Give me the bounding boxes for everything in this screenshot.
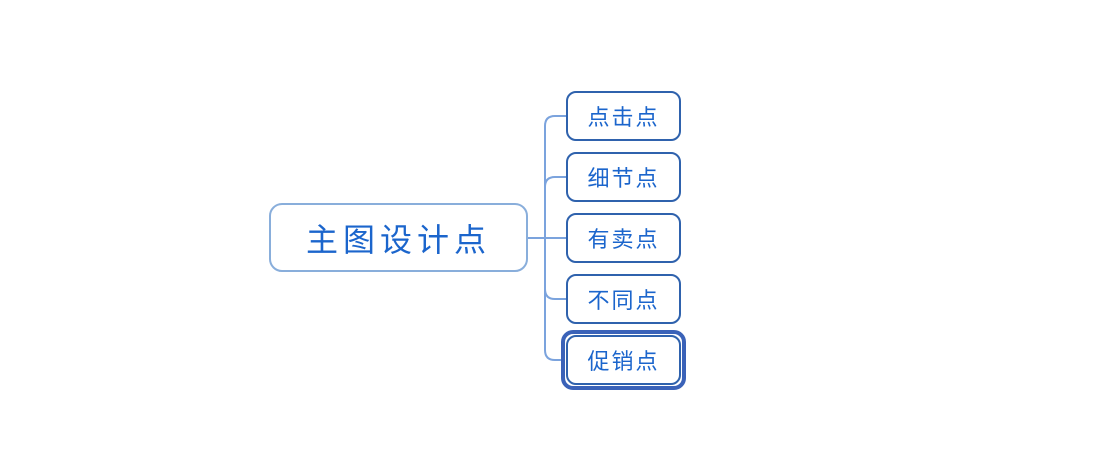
child-node-1[interactable]: 点击点 — [566, 91, 681, 141]
child-node-5-selected[interactable]: 促销点 — [566, 335, 681, 385]
child-node-3-label: 有卖点 — [587, 227, 660, 252]
root-node-label: 主图设计点 — [305, 221, 491, 258]
root-node[interactable]: 主图设计点 — [269, 203, 528, 272]
child-node-2[interactable]: 细节点 — [566, 152, 681, 202]
child-node-3[interactable]: 有卖点 — [566, 213, 681, 263]
child-node-4-label: 不同点 — [587, 288, 660, 313]
child-node-2-label: 细节点 — [587, 166, 660, 191]
child-node-4[interactable]: 不同点 — [566, 274, 681, 324]
child-node-1-label: 点击点 — [587, 105, 660, 130]
child-node-5-label: 促销点 — [587, 349, 660, 374]
